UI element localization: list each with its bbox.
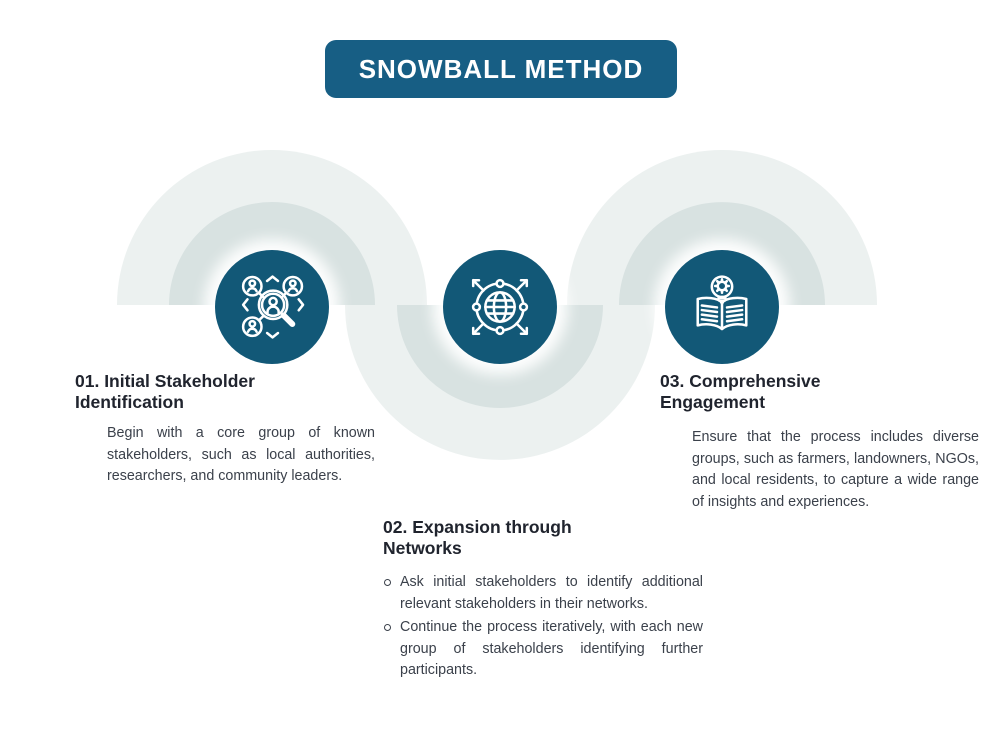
bullet-item: Continue the process iteratively, with e… — [383, 617, 703, 682]
step-2-heading: 02. Expansion through Networks — [383, 517, 705, 558]
step-2-bullet-list: Ask initial stakeholders to identify add… — [383, 572, 703, 682]
step-3-text-block: 03. Comprehensive Engagement Ensure that… — [660, 371, 980, 513]
step-3-heading-line1: 03. Comprehensive — [660, 371, 821, 391]
step-2-text-block: 02. Expansion through Networks Ask initi… — [383, 517, 705, 684]
step-1-heading: 01. Initial Stakeholder Identification — [75, 371, 377, 412]
title-banner: SNOWBALL METHOD — [325, 40, 677, 98]
step-1-text-block: 01. Initial Stakeholder Identification B… — [75, 371, 377, 488]
step-1-body: Begin with a core group of known stakeho… — [107, 425, 375, 484]
page-title: SNOWBALL METHOD — [358, 53, 644, 84]
step-2-heading-line2: Networks — [383, 537, 462, 558]
step-1-circle — [215, 250, 329, 364]
globe-network-icon — [471, 278, 529, 336]
step-1-heading-line2: Identification — [75, 391, 184, 412]
step-3-circle — [665, 250, 779, 364]
step-2-heading-line1: 02. Expansion through — [383, 517, 572, 537]
step-3-heading: 03. Comprehensive Engagement — [660, 371, 980, 412]
step-3-body: Ensure that the process includes diverse… — [692, 429, 979, 510]
book-idea-icon — [696, 275, 748, 331]
stakeholder-search-icon — [241, 275, 305, 339]
step-1-heading-line1: 01. Initial Stakeholder — [75, 371, 255, 391]
step-2-circle — [443, 250, 557, 364]
bullet-item: Ask initial stakeholders to identify add… — [383, 572, 703, 615]
step-3-heading-line2: Engagement — [660, 391, 766, 412]
